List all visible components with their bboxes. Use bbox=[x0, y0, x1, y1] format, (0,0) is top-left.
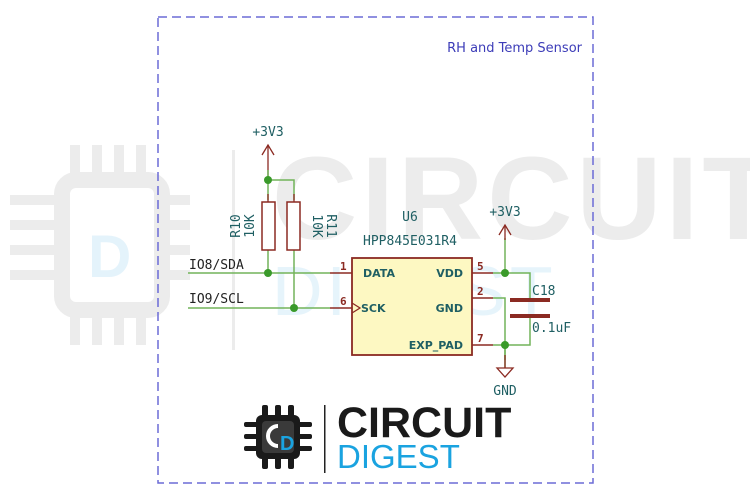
watermark-letter: D bbox=[88, 223, 132, 290]
r10-ref: R10 bbox=[229, 214, 244, 237]
svg-text:D: D bbox=[280, 433, 294, 455]
pullup-supply-label: +3V3 bbox=[252, 125, 283, 140]
logo-divider bbox=[324, 405, 326, 473]
net-label-scl: IO9/SCL bbox=[189, 292, 244, 307]
clock-pin-marker-icon bbox=[351, 302, 362, 314]
ic-pins bbox=[330, 272, 493, 346]
r11-ref: R11 bbox=[323, 214, 338, 237]
capacitor-ref: C18 bbox=[532, 284, 555, 299]
capacitor-value: 0.1uF bbox=[532, 321, 571, 336]
resistor-r10 bbox=[261, 194, 276, 251]
sheet-frame bbox=[157, 16, 594, 484]
net-label-sda: IO8/SDA bbox=[189, 258, 244, 273]
ground-label: GND bbox=[493, 384, 517, 399]
watermark-circuit: CIRCUIT bbox=[272, 133, 750, 265]
pin-2-number: 2 bbox=[477, 285, 484, 298]
ground-symbol bbox=[495, 355, 515, 378]
pin-name-data: DATA bbox=[363, 267, 395, 280]
ic-ref: U6 bbox=[402, 210, 418, 225]
pin-6-number: 6 bbox=[340, 295, 347, 308]
pin-name-vdd: VDD bbox=[436, 267, 463, 280]
r11-value: 10K bbox=[309, 214, 324, 238]
power-symbol-3v3-ic bbox=[498, 223, 512, 240]
junctions bbox=[264, 176, 509, 349]
pin-name-gnd: GND bbox=[436, 302, 463, 315]
pin-name-exp-pad: EXP_PAD bbox=[409, 339, 463, 352]
ic-supply-label: +3V3 bbox=[489, 205, 520, 220]
logo-circuit-text: CIRCUIT bbox=[337, 399, 512, 447]
ic-body bbox=[351, 257, 473, 356]
r10-value: 10K bbox=[243, 214, 258, 238]
ic-part: HPP845E031R4 bbox=[363, 234, 457, 249]
pin-7-number: 7 bbox=[477, 332, 484, 345]
logo-digest-text: DIGEST bbox=[337, 438, 460, 475]
sheet-title: RH and Temp Sensor bbox=[447, 41, 583, 56]
pin-5-number: 5 bbox=[477, 260, 484, 273]
resistor-r11 bbox=[286, 194, 301, 251]
pin-name-sck: SCK bbox=[361, 302, 386, 315]
capacitor-c18 bbox=[510, 298, 550, 318]
pin-1-number: 1 bbox=[340, 260, 347, 273]
